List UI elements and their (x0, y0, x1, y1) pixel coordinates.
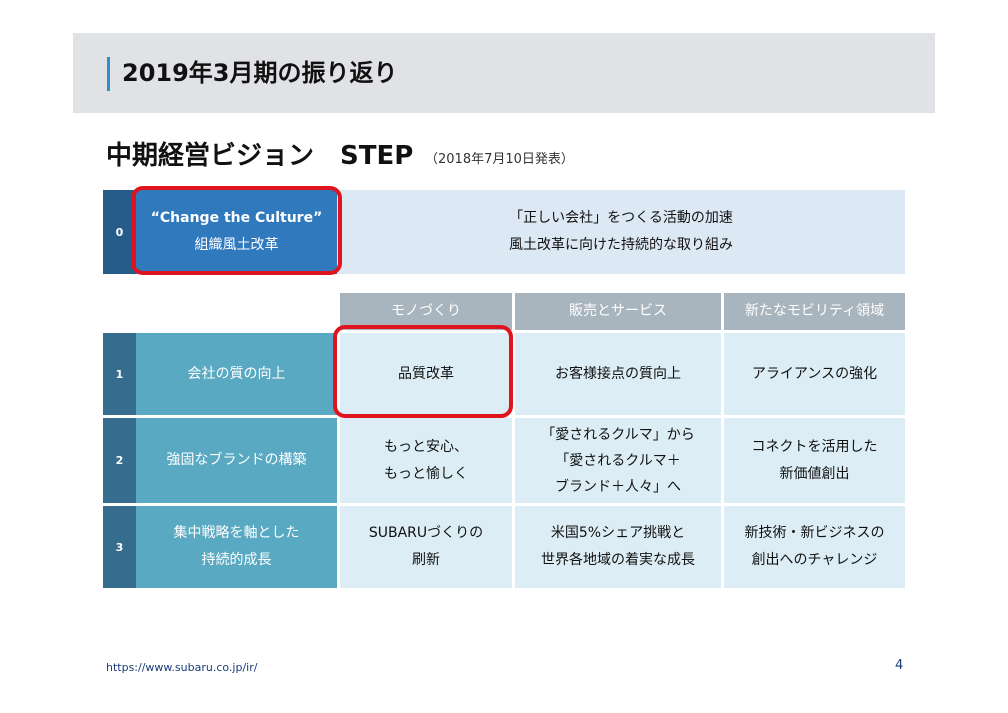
step0-description: 「正しい会社」をつくる活動の加速 風土改革に向けた持続的な取り組み (337, 190, 905, 274)
column-header-sales-service: 販売とサービス (515, 293, 721, 330)
row-number-text: 2 (115, 454, 124, 467)
row-label-line: 会社の質の向上 (187, 365, 286, 382)
cell-line: 新技術・新ビジネスの (744, 525, 885, 541)
page-number: 4 (895, 658, 904, 673)
column-header-label: モノづくり (391, 303, 461, 319)
step0-number-text: 0 (115, 225, 124, 239)
row1-label: 会社の質の向上 (136, 333, 337, 415)
row1-number: 1 (103, 333, 136, 415)
column-header-label: 新たなモビリティ領域 (744, 303, 885, 319)
quality-reform-highlight-box (333, 325, 513, 418)
row2-number: 2 (103, 418, 136, 503)
cell-line: お客様接点の質向上 (555, 365, 681, 382)
cell-line: 世界各地域の着実な成長 (541, 552, 695, 568)
row-number-text: 3 (115, 540, 124, 554)
cell-line: 刷新 (412, 552, 440, 568)
cell-line: もっと愉しく (384, 465, 468, 482)
footer-url[interactable]: https://www.subaru.co.jp/ir/ (106, 661, 258, 674)
culture-highlight-box (131, 186, 342, 275)
column-header-mobility: 新たなモビリティ領域 (724, 293, 905, 330)
row2-label: 強固なブランドの構築 (136, 418, 337, 503)
cell-line: 創出へのチャレンジ (751, 552, 878, 568)
header-band (73, 33, 935, 113)
row-label-line: 持続的成長 (201, 552, 272, 568)
row3-sales-cell: 米国5%シェア挑戦と 世界各地域の着実な成長 (515, 506, 721, 588)
row1-sales-cell: お客様接点の質向上 (515, 333, 721, 415)
step0-title-ja: 組織風土改革 (194, 237, 279, 253)
cell-line: 新価値創出 (779, 465, 850, 482)
section-title: 中期経営ビジョン STEP (106, 141, 414, 171)
row3-label: 集中戦略を軸とした 持続的成長 (136, 506, 337, 588)
cell-line: SUBARUづくりの (368, 525, 484, 541)
cell-line: コネクトを活用した (751, 438, 878, 455)
row1-monozukuri-cell: 品質改革 (340, 333, 512, 415)
row2-sales-cell: 「愛されるクルマ」から 「愛されるクルマ＋ ブランド＋人々」へ (515, 418, 721, 503)
cell-line: 品質改革 (398, 365, 454, 382)
cell-line: ブランド＋人々」へ (555, 478, 681, 495)
cell-line: 「愛されるクルマ＋ (555, 452, 681, 469)
row3-number: 3 (103, 506, 136, 588)
row3-mobility-cell: 新技術・新ビジネスの 創出へのチャレンジ (724, 506, 905, 588)
step0-desc-line2: 風土改革に向けた持続的な取り組み (509, 237, 733, 253)
column-header-monozukuri: モノづくり (340, 293, 512, 330)
row2-monozukuri-cell: もっと安心、 もっと愉しく (340, 418, 512, 503)
cell-line: 米国5%シェア挑戦と (550, 525, 686, 541)
header-accent-bar (107, 57, 110, 91)
row-label-line: 強固なブランドの構築 (166, 452, 307, 468)
cell-line: アライアンスの強化 (751, 365, 878, 382)
step0-culture-box: “Change the Culture” 組織風土改革 (136, 190, 337, 274)
section-date-note: （2018年7月10日発表） (425, 152, 574, 167)
cell-line: 「愛されるクルマ」から (541, 426, 695, 443)
step0-desc-line1: 「正しい会社」をつくる活動の加速 (509, 210, 733, 226)
step0-number: 0 (103, 190, 136, 274)
row2-mobility-cell: コネクトを活用した 新価値創出 (724, 418, 905, 503)
row1-mobility-cell: アライアンスの強化 (724, 333, 905, 415)
row-number-text: 1 (115, 367, 124, 381)
row3-monozukuri-cell: SUBARUづくりの 刷新 (340, 506, 512, 588)
row-label-line: 集中戦略を軸とした (173, 525, 300, 541)
step0-title-en: “Change the Culture” (150, 210, 323, 226)
column-header-label: 販売とサービス (569, 303, 667, 319)
cell-line: もっと安心、 (384, 438, 468, 455)
page-title: 2019年3月期の振り返り (122, 59, 398, 87)
